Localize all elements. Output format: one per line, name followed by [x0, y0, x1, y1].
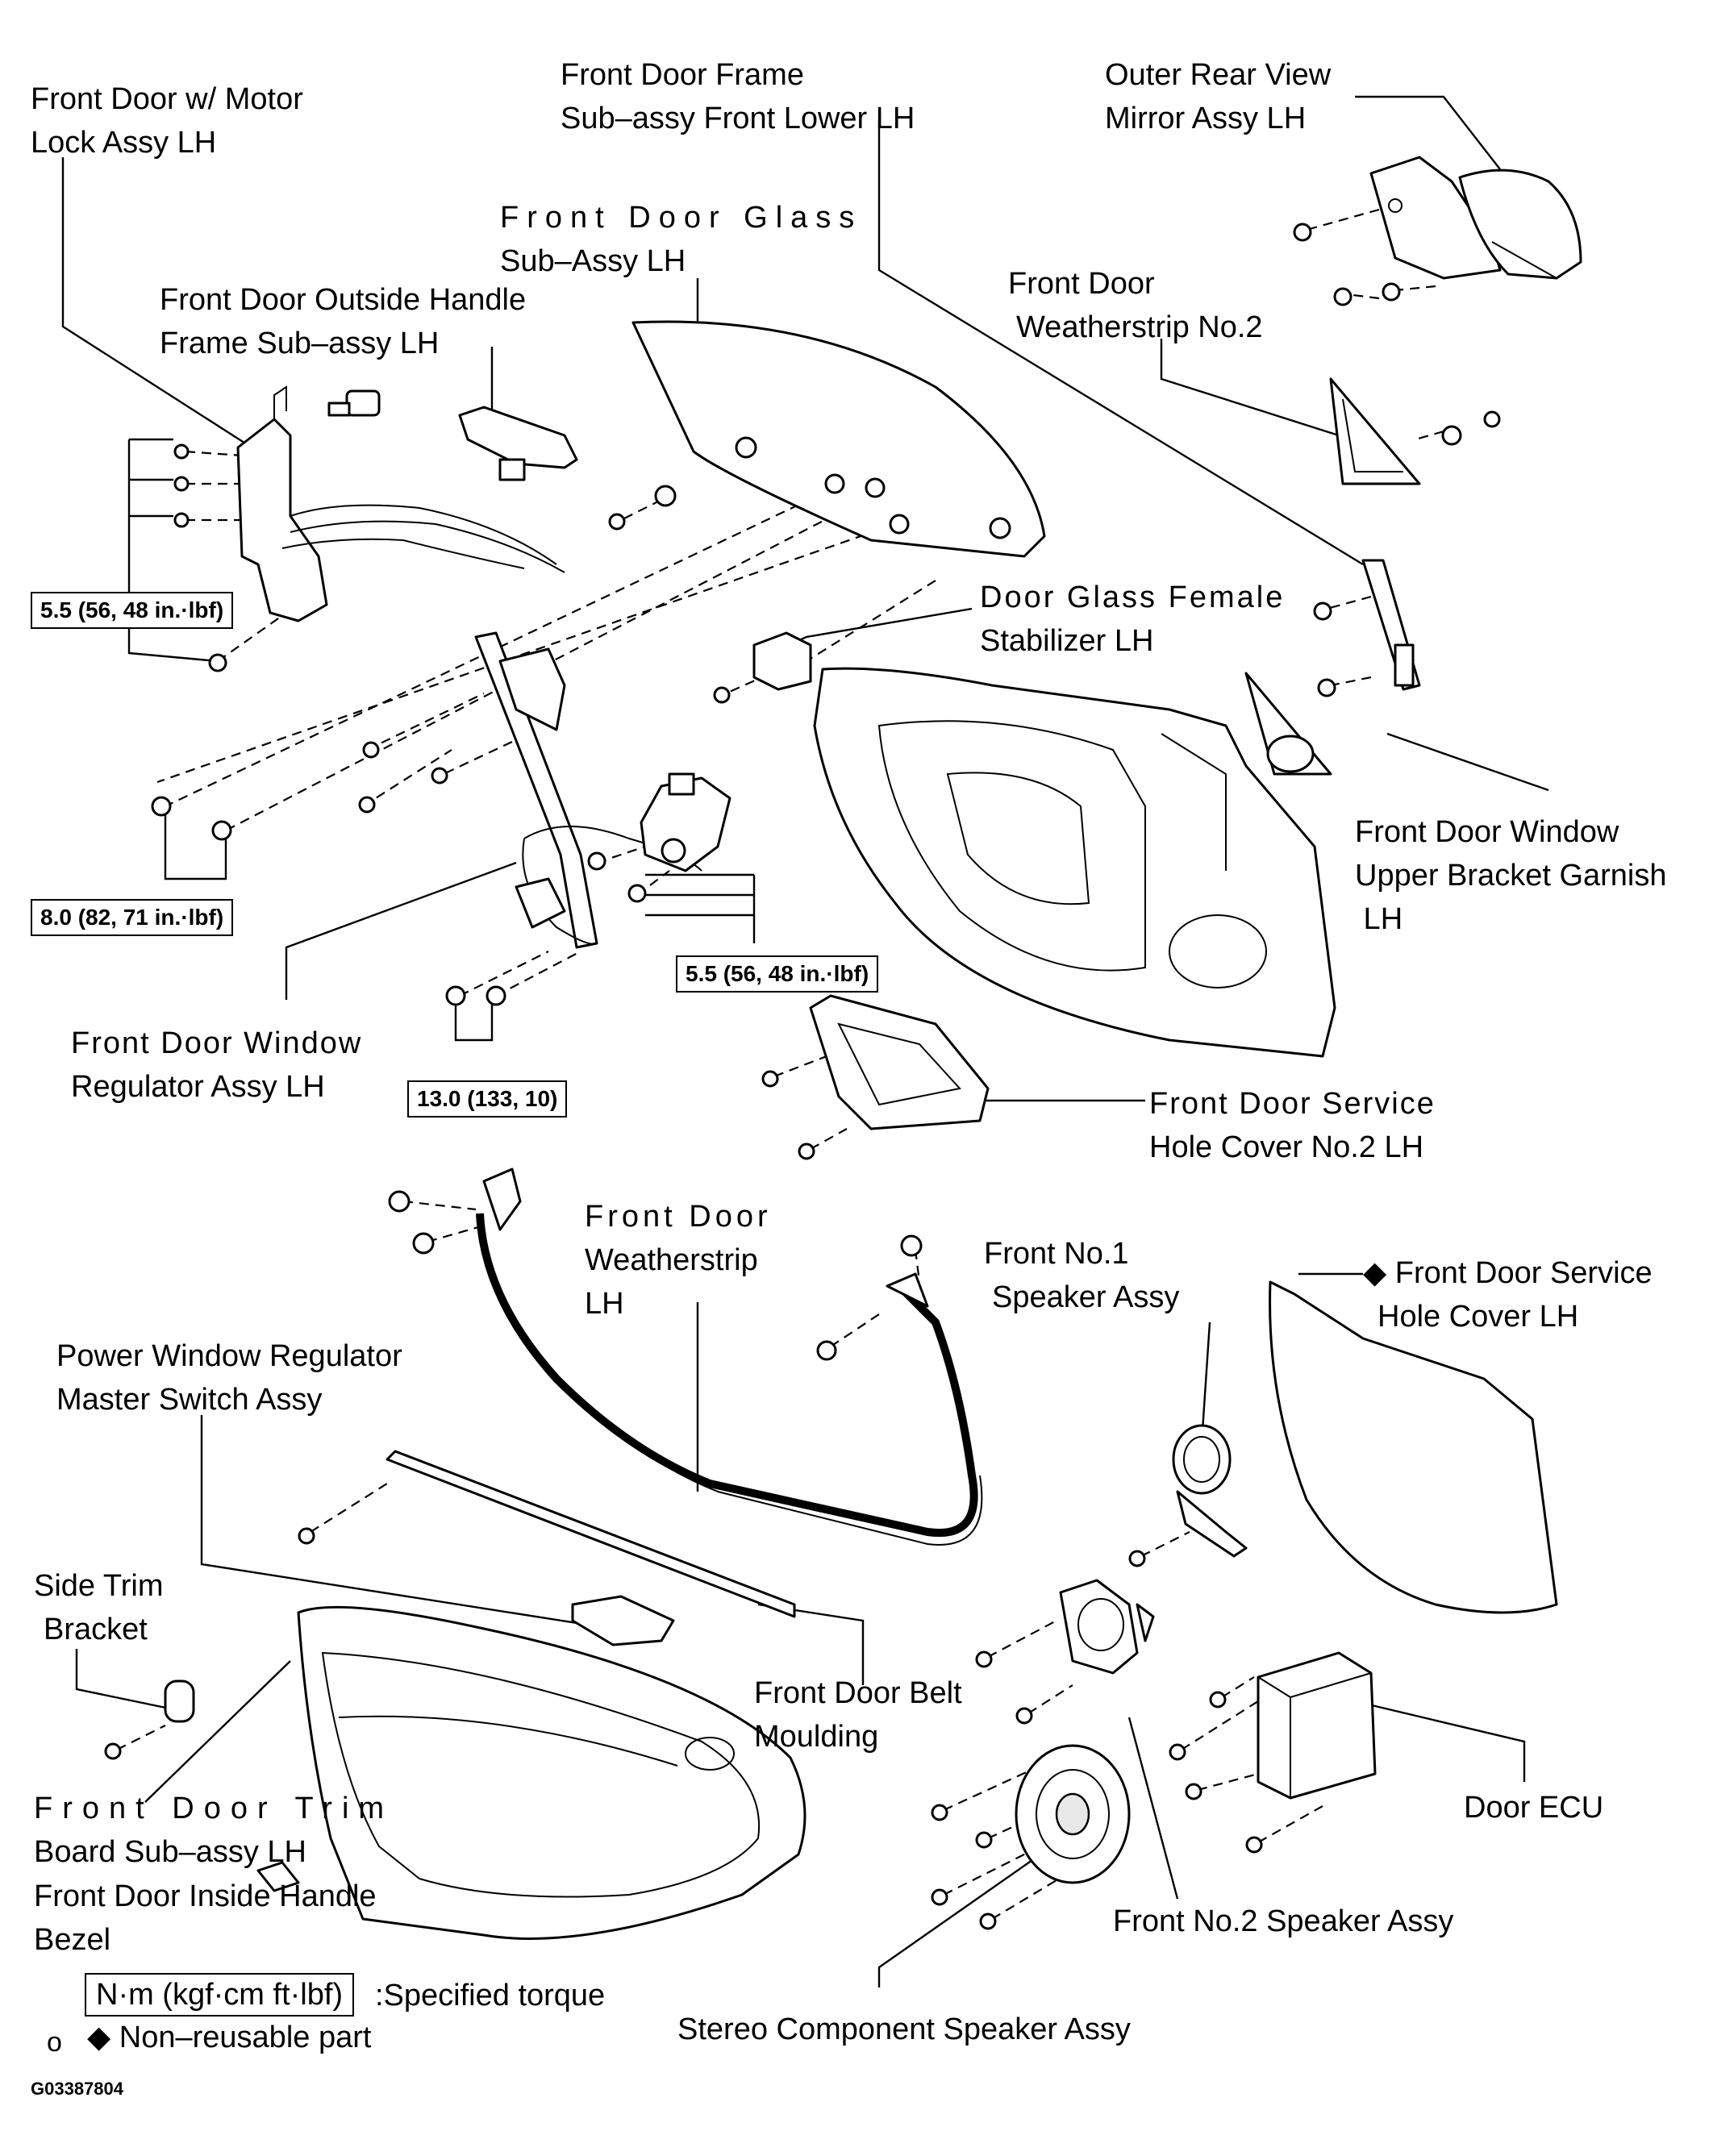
label-weatherstrip: Front Door Weatherstrip LH [585, 1195, 772, 1326]
label-line: LH [1355, 902, 1403, 936]
label-line: Master Switch Assy [56, 1383, 323, 1417]
label-line: Front Door Belt [754, 1676, 962, 1710]
door-inner-panel [813, 667, 1336, 1058]
torque-box-motor-lock: 5.5 (56, 48 in.·lbf) [31, 592, 234, 629]
label-line: Front No.2 Speaker Assy [1113, 1904, 1454, 1938]
legend-torque-box: N·m (kgf·cm ft·lbf) [85, 1973, 355, 2017]
label-service-cover: ◆ Front Door Service Hole Cover LH [1363, 1251, 1653, 1338]
stereo-speaker [1015, 1744, 1131, 1884]
mirror-assembly [1369, 156, 1582, 280]
label-line: Front Door Trim [34, 1792, 394, 1825]
weatherstrip-no2 [1329, 377, 1421, 485]
label-line: Side Trim [34, 1569, 164, 1603]
legend-torque-text: :Specified torque [375, 1979, 606, 2012]
leader-lines [61, 95, 1549, 1987]
label-line: Stabilizer LH [980, 624, 1154, 658]
label-line: Speaker Assy [992, 1280, 1180, 1314]
label-line: Door ECU [1464, 1791, 1604, 1825]
door-weatherstrip [476, 1167, 983, 1546]
label-line: Frame Sub–assy LH [160, 327, 440, 360]
door-glass [631, 320, 1046, 558]
torque-box-regulator-bottom: 13.0 (133, 10) [407, 1080, 568, 1118]
outside-handle-frame [458, 406, 578, 481]
label-line: Weatherstrip No.2 [1016, 310, 1263, 344]
label-trim-board: Front Door Trim Board Sub–assy LH [34, 1787, 394, 1874]
legend-nonreusable: ◆ Non–reusable part [87, 2021, 372, 2054]
label-line: Front Door Frame [561, 58, 804, 92]
label-weatherstrip-no2: Front Door Weatherstrip No.2 [1008, 262, 1263, 349]
label-regulator: Front Door Window Regulator Assy LH [71, 1022, 362, 1109]
label-side-trim: Side Trim Bracket [34, 1564, 163, 1651]
motor-lock [236, 385, 565, 622]
label-line: Front Door Outside Handle [160, 283, 527, 317]
label-stabilizer: Door Glass Female Stabilizer LH [980, 576, 1285, 663]
upper-bracket-garnish [1244, 672, 1332, 776]
label-mirror: Outer Rear View Mirror Assy LH [1105, 53, 1331, 140]
label-line: Lock Assy LH [31, 126, 217, 160]
label-glass: Front Door Glass Sub–Assy LH [500, 196, 862, 283]
label-line: Hole Cover LH [1377, 1300, 1579, 1334]
speaker-no2 [1059, 1579, 1155, 1675]
trim-board [256, 1605, 806, 1940]
label-line: Front Door [585, 1200, 772, 1234]
label-master-switch: Power Window Regulator Master Switch Ass… [56, 1334, 402, 1421]
label-outside-handle: Front Door Outside Handle Frame Sub–assy… [160, 278, 526, 365]
legend-bullet: o [47, 2027, 62, 2058]
label-belt-moulding: Front Door Belt Moulding [754, 1671, 962, 1759]
label-line: Bezel [34, 1923, 111, 1957]
label-line: Regulator Assy LH [71, 1070, 325, 1104]
label-line: Front Door Window [1355, 815, 1619, 849]
label-line: Sub–assy Front Lower LH [561, 102, 915, 135]
label-line: Weatherstrip [585, 1243, 758, 1277]
label-line: Door Glass Female [980, 581, 1286, 614]
figure-code: G03387804 [31, 2079, 123, 2099]
torque-box-regulator-motor: 5.5 (56, 48 in.·lbf) [676, 955, 879, 993]
label-line: Power Window Regulator [56, 1339, 402, 1373]
label-line: Outer Rear View [1105, 58, 1332, 92]
key-cylinder [327, 389, 381, 417]
speaker-no1 [1172, 1424, 1248, 1558]
label-line: Moulding [754, 1720, 879, 1754]
glass-stabilizer [752, 631, 812, 691]
label-line: Bracket [44, 1613, 148, 1646]
label-line: Hole Cover No.2 LH [1149, 1130, 1424, 1164]
label-line: LH [585, 1287, 624, 1321]
frame-lower-part [1361, 559, 1421, 691]
label-motor-lock: Front Door w/ Motor Lock Assy LH [31, 77, 303, 164]
label-line: ◆ Front Door Service [1363, 1256, 1653, 1290]
label-line: Stereo Component Speaker Assy [677, 2012, 1131, 2046]
fasteners [104, 223, 1501, 1930]
label-line: Front Door Inside Handle [34, 1879, 377, 1913]
window-regulator [474, 631, 731, 949]
belt-moulding [386, 1450, 796, 1618]
label-upper-bracket: Front Door Window Upper Bracket Garnish … [1355, 810, 1667, 941]
label-line: Front No.1 [984, 1237, 1129, 1271]
label-line: Upper Bracket Garnish [1355, 859, 1667, 893]
label-inside-handle: Front Door Inside Handle Bezel [34, 1875, 377, 1962]
label-line: Board Sub–assy LH [34, 1835, 306, 1869]
label-line: Front Door Glass [500, 201, 863, 235]
service-cover-no2 [809, 994, 990, 1130]
label-speaker-no1: Front No.1 Speaker Assy [984, 1232, 1179, 1319]
label-line: Sub–Assy LH [500, 244, 686, 278]
label-frame-lower: Front Door Frame Sub–assy Front Lower LH [561, 53, 915, 140]
label-door-ecu: Door ECU [1464, 1786, 1603, 1829]
label-line: Front Door w/ Motor [31, 82, 303, 116]
service-cover-main [1269, 1280, 1558, 1614]
side-trim-bracket [164, 1679, 195, 1723]
label-line: Front Door Window [71, 1026, 363, 1060]
label-line: Front Door [1008, 267, 1155, 301]
label-speaker-no2: Front No.2 Speaker Assy [1113, 1900, 1453, 1943]
label-service-cover-no2: Front Door Service Hole Cover No.2 LH [1149, 1082, 1436, 1169]
label-line: Mirror Assy LH [1105, 102, 1307, 135]
torque-box-regulator-left: 8.0 (82, 71 in.·lbf) [31, 899, 234, 936]
master-switch [571, 1595, 675, 1646]
label-stereo-speaker: Stereo Component Speaker Assy [677, 2008, 1131, 2051]
label-line: Front Door Service [1149, 1087, 1436, 1121]
door-ecu-box [1257, 1651, 1377, 1800]
